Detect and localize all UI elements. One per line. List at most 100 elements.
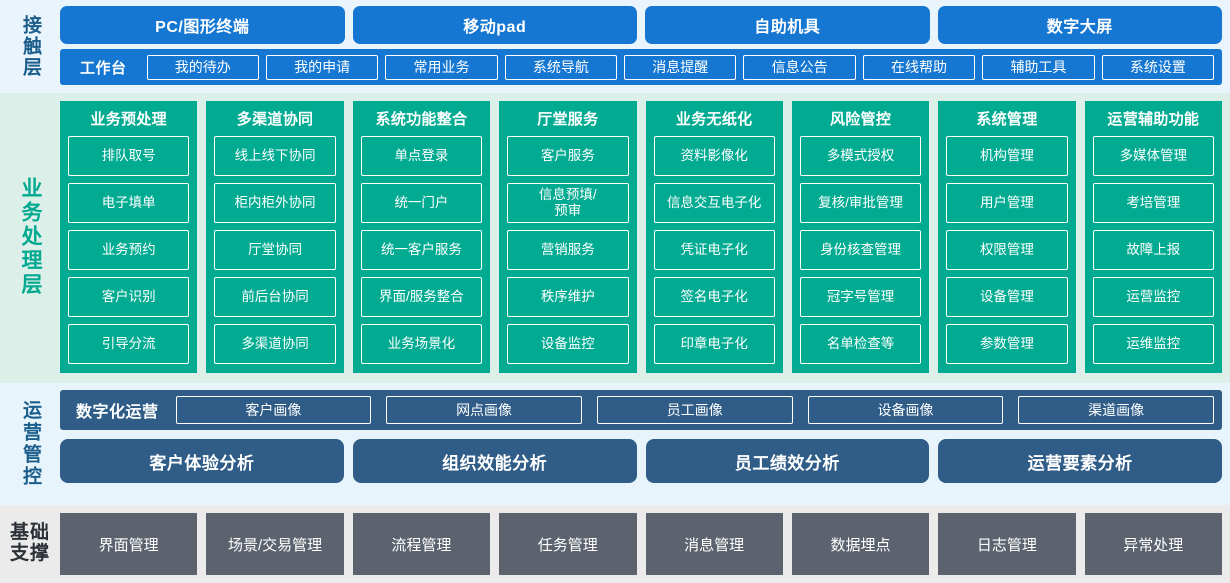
channel-chip-pc[interactable]: PC/图形终端 — [60, 6, 345, 44]
digital-operations-bar: 数字化运营 客户画像 网点画像 员工画像 设备画像 渠道画像 — [60, 390, 1222, 430]
business-column-items: 线上线下协同 柜内柜外协同 厅堂协同 前后台协同 多渠道协同 — [214, 136, 336, 364]
business-item[interactable]: 业务场景化 — [360, 324, 483, 364]
analysis-organization-efficiency[interactable]: 组织效能分析 — [352, 439, 637, 483]
analysis-operation-elements[interactable]: 运营要素分析 — [938, 439, 1222, 483]
digital-operations-title: 数字化运营 — [76, 404, 159, 421]
business-item[interactable]: 客户识别 — [68, 277, 190, 317]
business-item[interactable]: 秩序维护 — [507, 277, 629, 317]
business-item[interactable]: 统一门户 — [360, 183, 483, 223]
foundation-chip-log-management[interactable]: 日志管理 — [938, 513, 1076, 575]
business-item[interactable]: 信息交互电子化 — [653, 183, 775, 223]
business-item[interactable]: 多模式授权 — [799, 136, 922, 176]
workbench-item-announcement[interactable]: 信息公告 — [743, 54, 856, 80]
business-item[interactable]: 冠字号管理 — [799, 277, 922, 317]
business-column-items: 多模式授权 复核/审批管理 身份核查管理 冠字号管理 名单检查等 — [799, 136, 922, 364]
layer-contact-label-text: 接触层 — [19, 15, 41, 78]
workbench-item-my-todo[interactable]: 我的待办 — [146, 54, 259, 80]
portrait-chip-customer[interactable]: 客户画像 — [175, 396, 372, 424]
portrait-chip-channel[interactable]: 渠道画像 — [1018, 396, 1215, 424]
business-item[interactable]: 用户管理 — [946, 183, 1068, 223]
business-item[interactable]: 柜内柜外协同 — [214, 183, 336, 223]
workbench-item-online-help[interactable]: 在线帮助 — [862, 54, 976, 80]
business-column-title: 业务无纸化 — [675, 111, 753, 128]
business-item[interactable]: 凭证电子化 — [653, 230, 775, 270]
layer-operations-label: 运营管控 — [0, 390, 60, 497]
layer-operations-body: 数字化运营 客户画像 网点画像 员工画像 设备画像 渠道画像 客户体验分析 组织… — [60, 390, 1222, 497]
business-item[interactable]: 前后台协同 — [214, 277, 336, 317]
foundation-row: 界面管理 场景/交易管理 流程管理 任务管理 消息管理 数据埋点 日志管理 异常… — [60, 513, 1222, 575]
business-item[interactable]: 名单检查等 — [799, 324, 922, 364]
business-item[interactable]: 多媒体管理 — [1092, 136, 1214, 176]
business-column-items: 单点登录 统一门户 统一客户服务 界面/服务整合 业务场景化 — [360, 136, 483, 364]
portrait-chip-branch[interactable]: 网点画像 — [386, 396, 582, 424]
workbench-item-common-business[interactable]: 常用业务 — [385, 54, 498, 80]
layer-foundation-body: 界面管理 场景/交易管理 流程管理 任务管理 消息管理 数据埋点 日志管理 异常… — [60, 513, 1222, 575]
channel-chip-self-service[interactable]: 自助机具 — [645, 6, 930, 44]
business-item[interactable]: 运营监控 — [1092, 277, 1214, 317]
analysis-employee-performance[interactable]: 员工绩效分析 — [645, 439, 930, 483]
business-item[interactable]: 签名电子化 — [653, 277, 775, 317]
business-column-title: 厅堂服务 — [537, 111, 599, 128]
layer-business-label: 业务处理层 — [0, 101, 60, 373]
business-item[interactable]: 考培管理 — [1092, 183, 1214, 223]
workbench-item-system-navigation[interactable]: 系统导航 — [504, 54, 618, 80]
foundation-chip-task-management[interactable]: 任务管理 — [499, 513, 637, 575]
business-item[interactable]: 资料影像化 — [653, 136, 775, 176]
workbench-title: 工作台 — [80, 59, 127, 77]
business-item[interactable]: 界面/服务整合 — [360, 277, 483, 317]
business-item[interactable]: 业务预约 — [68, 230, 190, 270]
foundation-chip-ui-management[interactable]: 界面管理 — [60, 513, 198, 575]
business-item[interactable]: 电子填单 — [68, 183, 190, 223]
business-item[interactable]: 厅堂协同 — [214, 230, 336, 270]
foundation-chip-exception-handling[interactable]: 异常处理 — [1084, 513, 1222, 575]
business-item[interactable]: 单点登录 — [360, 136, 483, 176]
portrait-chip-device[interactable]: 设备画像 — [807, 396, 1004, 424]
business-column-paperless: 业务无纸化 资料影像化 信息交互电子化 凭证电子化 签名电子化 印章电子化 — [645, 101, 783, 373]
business-item[interactable]: 印章电子化 — [653, 324, 775, 364]
business-item[interactable]: 参数管理 — [946, 324, 1068, 364]
layer-business: 业务处理层 业务预处理 排队取号 电子填单 业务预约 客户识别 引导分流 多渠道… — [0, 93, 1230, 383]
business-item[interactable]: 设备监控 — [507, 324, 629, 364]
analysis-row: 客户体验分析 组织效能分析 员工绩效分析 运营要素分析 — [60, 439, 1222, 483]
layer-contact: 接触层 PC/图形终端 移动pad 自助机具 数字大屏 工作台 我的待办 我的申… — [0, 0, 1230, 93]
workbench-item-aux-tools[interactable]: 辅助工具 — [982, 54, 1095, 80]
business-column-system-integration: 系统功能整合 单点登录 统一门户 统一客户服务 界面/服务整合 业务场景化 — [352, 101, 491, 373]
foundation-chip-scene-transaction-management[interactable]: 场景/交易管理 — [206, 513, 344, 575]
channel-chip-digital-screen[interactable]: 数字大屏 — [937, 6, 1222, 44]
business-item[interactable]: 多渠道协同 — [214, 324, 336, 364]
business-item[interactable]: 权限管理 — [946, 230, 1068, 270]
business-item[interactable]: 线上线下协同 — [214, 136, 336, 176]
layer-contact-body: PC/图形终端 移动pad 自助机具 数字大屏 工作台 我的待办 我的申请 常用… — [60, 6, 1222, 87]
foundation-chip-process-management[interactable]: 流程管理 — [352, 513, 491, 575]
layer-operations-label-text: 运营管控 — [19, 399, 41, 488]
business-item[interactable]: 信息预填/ 预审 — [507, 183, 629, 223]
business-item[interactable]: 机构管理 — [946, 136, 1068, 176]
channel-row: PC/图形终端 移动pad 自助机具 数字大屏 — [60, 6, 1222, 44]
foundation-chip-data-tracking[interactable]: 数据埋点 — [791, 513, 930, 575]
business-item[interactable]: 营销服务 — [507, 230, 629, 270]
business-item[interactable]: 故障上报 — [1092, 230, 1214, 270]
business-column-lobby-service: 厅堂服务 客户服务 信息预填/ 预审 营销服务 秩序维护 设备监控 — [499, 101, 637, 373]
workbench-item-message-alert[interactable]: 消息提醒 — [624, 54, 737, 80]
layer-business-label-text: 业务处理层 — [19, 177, 43, 297]
workbench-item-my-application[interactable]: 我的申请 — [265, 54, 379, 80]
analysis-customer-experience[interactable]: 客户体验分析 — [60, 439, 344, 483]
workbench-item-system-settings[interactable]: 系统设置 — [1101, 54, 1215, 80]
channel-chip-mobile-pad[interactable]: 移动pad — [352, 6, 637, 44]
business-item[interactable]: 复核/审批管理 — [799, 183, 922, 223]
business-item[interactable]: 引导分流 — [68, 324, 190, 364]
foundation-chip-message-management[interactable]: 消息管理 — [645, 513, 783, 575]
business-column-items: 机构管理 用户管理 权限管理 设备管理 参数管理 — [946, 136, 1068, 364]
layer-foundation-label: 基础 支撑 — [0, 513, 60, 575]
business-column-items: 资料影像化 信息交互电子化 凭证电子化 签名电子化 印章电子化 — [653, 136, 775, 364]
workbench-bar: 工作台 我的待办 我的申请 常用业务 系统导航 消息提醒 信息公告 在线帮助 辅… — [60, 49, 1222, 85]
portrait-chip-employee[interactable]: 员工画像 — [596, 396, 793, 424]
layer-foundation-label-text: 基础 支撑 — [9, 522, 50, 564]
business-item[interactable]: 设备管理 — [946, 277, 1068, 317]
business-item[interactable]: 排队取号 — [68, 136, 190, 176]
business-column-preprocess: 业务预处理 排队取号 电子填单 业务预约 客户识别 引导分流 — [60, 101, 198, 373]
business-item[interactable]: 统一客户服务 — [360, 230, 483, 270]
business-item[interactable]: 客户服务 — [507, 136, 629, 176]
business-item[interactable]: 运维监控 — [1092, 324, 1214, 364]
business-item[interactable]: 身份核查管理 — [799, 230, 922, 270]
